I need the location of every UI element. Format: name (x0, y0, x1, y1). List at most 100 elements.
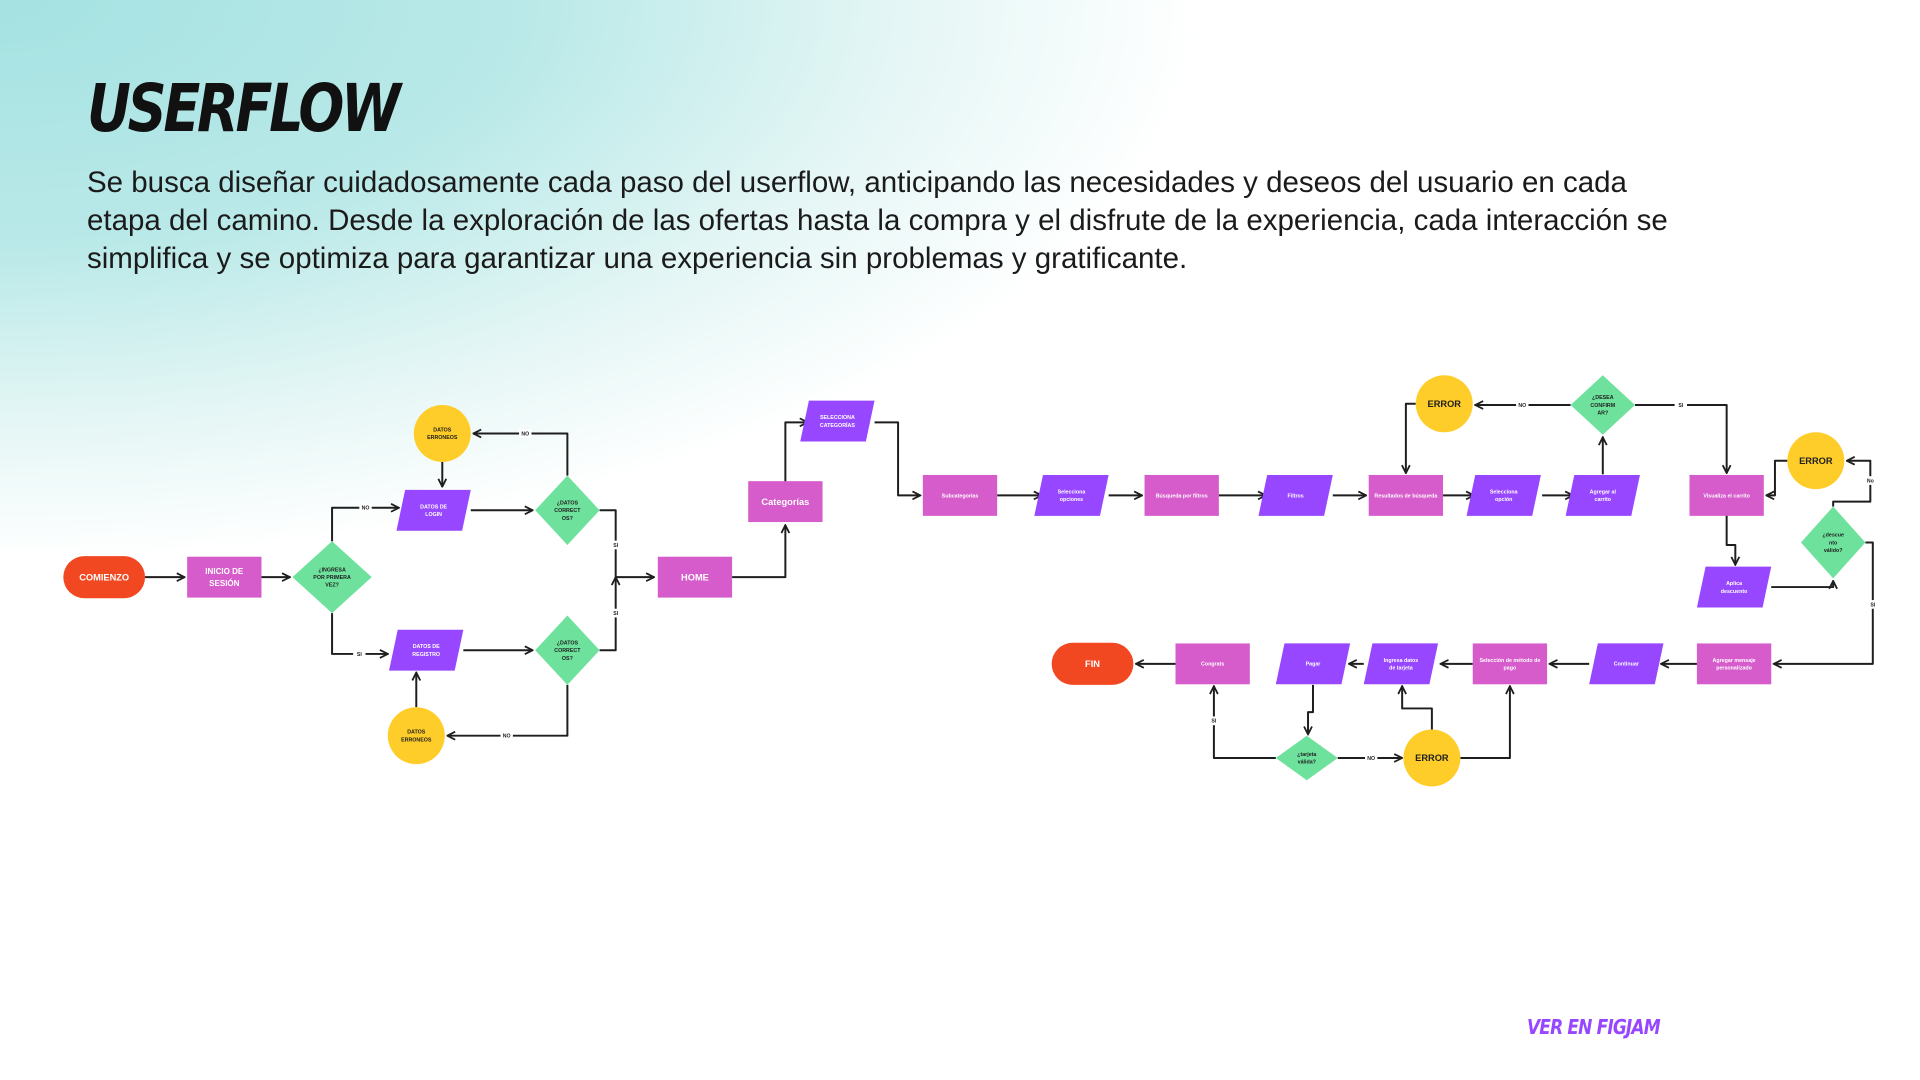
node-subcategorias[interactable]: Subcategorías (922, 474, 998, 516)
node-label-line: Selección de método de (1479, 658, 1540, 664)
node-carrito[interactable]: Visualiza el carrito (1689, 474, 1764, 516)
process-shape (1144, 474, 1219, 516)
error-shape (1403, 729, 1461, 787)
edge-label-no-lower: No (1867, 478, 1874, 484)
node-label-line: ¿DATOS (557, 500, 579, 506)
node-pagar[interactable]: Pagar (1275, 643, 1351, 685)
edge-label-bg (1516, 400, 1529, 410)
decision-shape (1570, 375, 1635, 435)
node-label-line: opciones (1060, 497, 1083, 503)
node-label-line: ¿DESEA (1592, 395, 1614, 401)
error-shape (387, 707, 445, 765)
node-label-line: LOGIN (425, 512, 442, 518)
node-login[interactable]: DATOS DE LOGIN (396, 489, 471, 531)
node-label-line: Selecciona (1490, 489, 1518, 495)
input-shape (1565, 474, 1640, 516)
connector-arrow (599, 577, 616, 652)
node-filtros[interactable]: Filtros (1258, 474, 1333, 516)
node-categorias[interactable]: Categorías (748, 481, 823, 523)
input-shape (1363, 643, 1439, 685)
node-comienzo[interactable]: COMIENZO (63, 556, 146, 599)
node-label-line: Continuar (1614, 662, 1639, 668)
node-label-line: SELECCIONA (820, 415, 855, 421)
connector-arrow (732, 525, 785, 579)
decision-shape (292, 541, 372, 614)
process-shape (922, 474, 998, 516)
connector-arrow (473, 433, 569, 476)
edge-label-si: SI (613, 611, 618, 617)
node-continuar[interactable]: Continuar (1589, 643, 1664, 685)
process-shape (657, 556, 733, 598)
view-in-figjam-link[interactable]: VER EN FIGJAM (1527, 1015, 1661, 1039)
node-home[interactable]: HOME (657, 556, 733, 598)
edge-label-bg (609, 540, 622, 550)
node-label: Congrats (1201, 662, 1224, 668)
edge-label-no: NO (503, 734, 511, 740)
edge-label-si: SI (1678, 403, 1683, 409)
node-label: Agregar al carrito (1590, 489, 1617, 503)
node-label: Resultados de búsqueda (1374, 493, 1437, 499)
node-sel-opciones[interactable]: Selecciona opciones (1034, 474, 1109, 516)
connector-arrow (447, 684, 569, 736)
node-label-line: DATOS (407, 730, 426, 736)
node-inicio[interactable]: INICIO DE SESIÓN (187, 556, 262, 598)
node-label-line: Agregar al (1590, 489, 1617, 495)
node-label-line: DATOS DE (420, 504, 447, 510)
connector-arrow (1771, 581, 1833, 587)
node-label: Continuar (1614, 662, 1639, 668)
node-label-line: Congrats (1201, 662, 1224, 668)
node-label-line: VEZ? (325, 583, 339, 589)
node-label-line: Pagar (1306, 662, 1321, 668)
node-label-line: ERRONEOS (427, 435, 458, 441)
node-err-confirm[interactable]: ERROR (1415, 375, 1473, 433)
node-label: Búsqueda por filtros (1156, 493, 1208, 499)
node-congrats[interactable]: Congrats (1175, 643, 1250, 685)
connector-arrow (874, 421, 921, 495)
node-label-line: CORRECT (554, 648, 581, 654)
process-shape (1689, 474, 1764, 516)
node-label-line: carrito (1595, 497, 1612, 503)
node-label-line: INICIO DE (205, 567, 244, 576)
node-resultados[interactable]: Resultados de búsqueda (1368, 474, 1444, 516)
node-label-line: SESIÓN (209, 579, 240, 588)
node-busqueda[interactable]: Búsqueda por filtros (1144, 474, 1219, 516)
node-label-line: CORRECT (554, 508, 581, 514)
node-agregar[interactable]: Agregar al carrito (1565, 474, 1640, 516)
connector-arrow (1635, 404, 1727, 473)
node-label: COMIENZO (79, 572, 129, 582)
node-label: INICIO DE SESIÓN (205, 567, 244, 588)
input-shape (1034, 474, 1109, 516)
edge-label-no: NO (1518, 403, 1526, 409)
node-err-tarjeta[interactable]: ERROR (1403, 729, 1461, 787)
page-title: USERFLOW (87, 70, 401, 147)
node-err-desc[interactable]: ERROR (1787, 432, 1845, 490)
node-label-line: Selecciona (1058, 489, 1086, 495)
node-fin[interactable]: FIN (1051, 642, 1134, 685)
process-shape (187, 556, 262, 598)
node-label-line: de tarjeta (1389, 666, 1413, 672)
node-label: Visualiza el carrito (1703, 493, 1750, 499)
error-shape (1787, 432, 1845, 490)
node-label-line: ERRONEOS (401, 737, 432, 743)
